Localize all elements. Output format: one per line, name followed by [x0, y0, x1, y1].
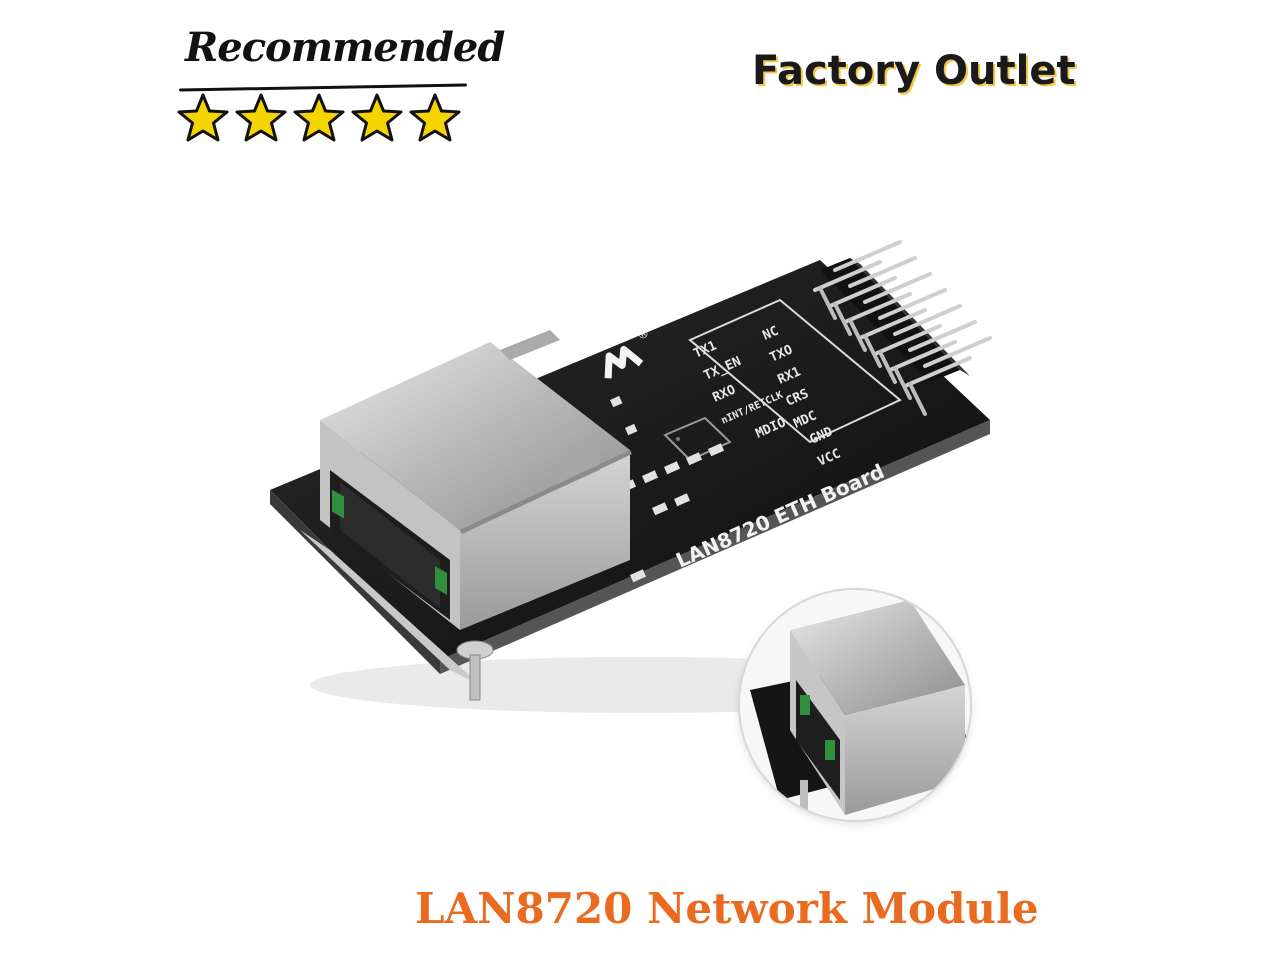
product-caption: LAN8720 Network Module: [415, 884, 1039, 933]
mounting-screw: [456, 640, 494, 701]
inset-closeup: [740, 590, 970, 820]
star-icon: [409, 93, 461, 143]
badge-underline: [178, 83, 468, 92]
product-image: TX1 TX_EN RXO nINT/RETCLK MDIO NC TXO RX…: [270, 240, 992, 713]
inset-image: [750, 600, 970, 815]
pin-label: NC: [761, 324, 781, 344]
pin-header: [813, 240, 992, 416]
rj45-jack: [320, 330, 632, 630]
star-icon: [235, 93, 287, 143]
star-icon: [293, 93, 345, 143]
brand-logo-icon: ®: [604, 325, 652, 379]
star-icon: [351, 93, 403, 143]
factory-outlet-label: Factory Outlet: [752, 48, 1076, 94]
rating-stars: [177, 93, 461, 143]
phy-chip: [663, 416, 732, 462]
svg-text:®: ®: [635, 325, 652, 343]
recommended-badge: Recommended: [165, 18, 505, 148]
recommended-text: Recommended: [185, 24, 505, 71]
star-icon: [177, 93, 229, 143]
